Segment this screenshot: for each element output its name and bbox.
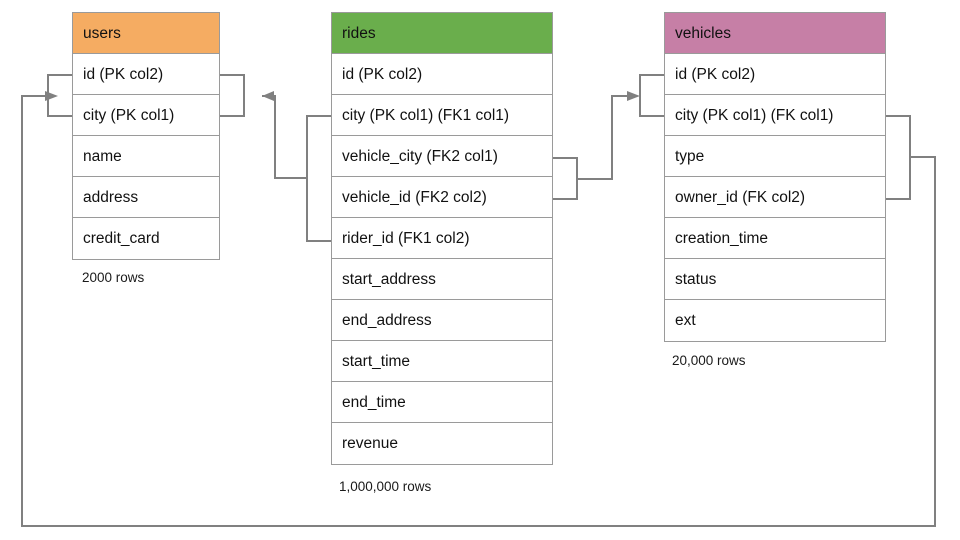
table-rides-row-count: 1,000,000 rows	[339, 479, 432, 494]
connector-users-left-bracket	[47, 74, 72, 117]
table-vehicles-column-creation-time[interactable]: creation_time	[665, 218, 885, 259]
table-rides-column-revenue[interactable]: revenue	[342, 435, 399, 452]
connector-vehicles-left-bracket	[639, 74, 664, 117]
table-rides-column-id[interactable]: id (PK col2)	[332, 54, 552, 95]
table-users-column-name[interactable]: name	[73, 136, 219, 177]
connector-rides-fk2-bracket	[553, 157, 578, 200]
connector-users-right-bracket-fk1	[220, 74, 245, 117]
connector-vehicles-fk-arrow	[45, 91, 58, 101]
table-users[interactable]: users id (PK col2) city (PK col1) name a…	[72, 12, 220, 260]
table-users-column-id[interactable]: id (PK col2)	[73, 54, 219, 95]
connector-rides-fk1-arrow	[262, 91, 274, 101]
table-vehicles-column-owner-id[interactable]: owner_id (FK col2)	[665, 177, 885, 218]
table-vehicles-row-count: 20,000 rows	[672, 353, 746, 368]
table-vehicles-column-city[interactable]: city (PK col1) (FK col1)	[665, 95, 885, 136]
table-users-column-credit-card[interactable]: credit_card	[83, 230, 160, 247]
table-rides-header: rides	[332, 13, 552, 54]
connector-rides-fk2-arrow	[627, 91, 640, 101]
table-vehicles-column-type[interactable]: type	[665, 136, 885, 177]
connector-rides-fk1-run	[262, 95, 307, 179]
table-vehicles-header: vehicles	[665, 13, 885, 54]
table-vehicles-column-id[interactable]: id (PK col2)	[665, 54, 885, 95]
table-users-column-address[interactable]: address	[73, 177, 219, 218]
table-rides-column-end-address[interactable]: end_address	[332, 300, 552, 341]
table-rides[interactable]: rides id (PK col2) city (PK col1) (FK1 c…	[331, 12, 553, 465]
table-users-row-count: 2000 rows	[82, 270, 145, 285]
table-rides-column-rider-id[interactable]: rider_id (FK1 col2)	[332, 218, 552, 259]
table-rides-column-start-time[interactable]: start_time	[332, 341, 552, 382]
table-rides-column-start-address[interactable]: start_address	[332, 259, 552, 300]
table-vehicles-column-ext[interactable]: ext	[675, 312, 696, 329]
table-rides-column-vehicle-id[interactable]: vehicle_id (FK2 col2)	[332, 177, 552, 218]
table-vehicles[interactable]: vehicles id (PK col2) city (PK col1) (FK…	[664, 12, 886, 342]
connector-vehicles-fk-bracket	[886, 115, 911, 200]
table-rides-column-city[interactable]: city (PK col1) (FK1 col1)	[332, 95, 552, 136]
table-users-column-city[interactable]: city (PK col1)	[73, 95, 219, 136]
table-rides-column-end-time[interactable]: end_time	[332, 382, 552, 423]
table-rides-column-vehicle-city[interactable]: vehicle_city (FK2 col1)	[332, 136, 552, 177]
table-vehicles-column-status[interactable]: status	[665, 259, 885, 300]
connector-rides-fk1-bracket	[306, 115, 331, 242]
table-users-header: users	[73, 13, 219, 54]
connector-rides-fk2-run	[577, 95, 627, 180]
